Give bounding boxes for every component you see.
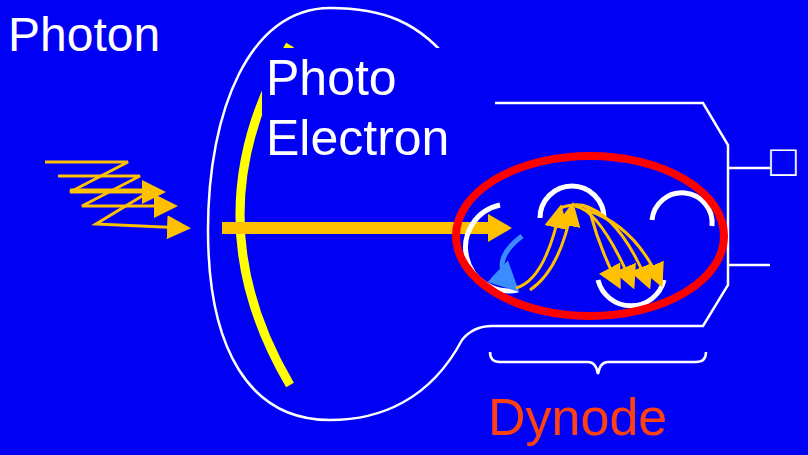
- photo-electron-label: Photo Electron: [262, 48, 495, 168]
- dynode-label: Dynode: [488, 386, 667, 448]
- electron-beam: [222, 222, 490, 234]
- blue-electron: [502, 236, 522, 285]
- beam-head: [488, 214, 512, 242]
- photon-label: Photon: [8, 6, 160, 64]
- dynode-bracket: [490, 352, 706, 374]
- photon-rays: [45, 162, 185, 228]
- highlight-ellipse: [456, 156, 724, 316]
- dynodes: [466, 186, 713, 306]
- cut-label: □: [770, 135, 797, 188]
- secondary-electrons: [516, 205, 660, 290]
- tube-outline: [208, 8, 770, 420]
